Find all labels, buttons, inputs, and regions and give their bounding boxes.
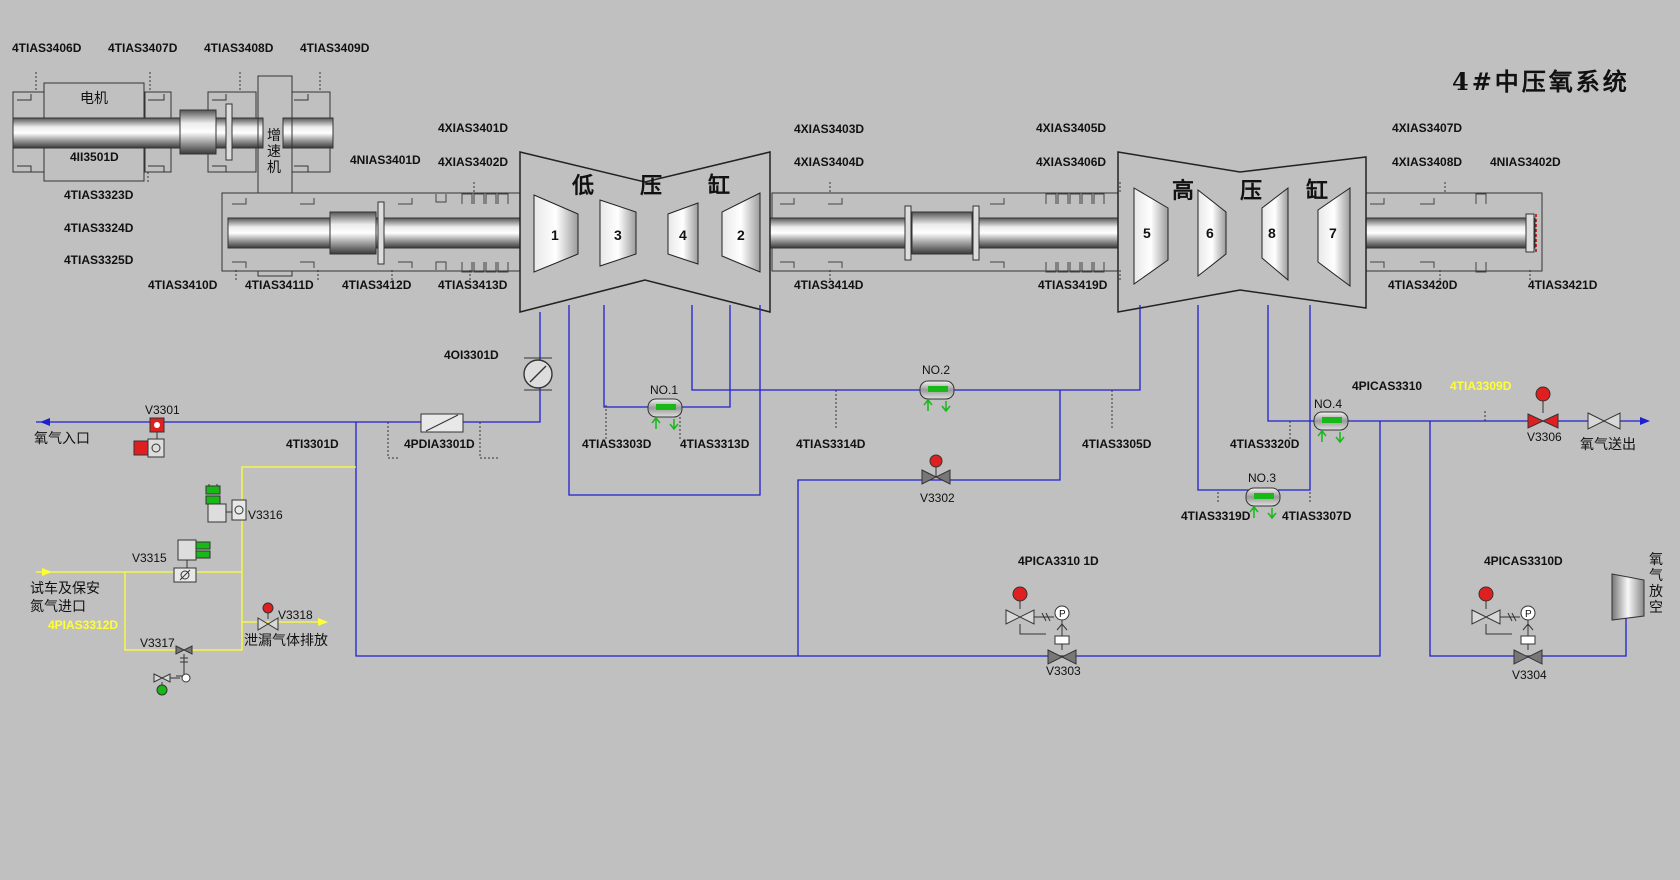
tag-4ti3301d[interactable]: 4TI3301D (286, 437, 339, 451)
leak-vent-label: 泄漏气体排放 (244, 632, 328, 648)
stage-4-label: 4 (679, 227, 687, 243)
tag-4tias3409d[interactable]: 4TIAS3409D (300, 41, 370, 55)
tag-4tias3411d[interactable]: 4TIAS3411D (245, 278, 314, 292)
tag-4tias3319d[interactable]: 4TIAS3319D (1181, 509, 1251, 523)
cooler-no4-icon[interactable] (1312, 410, 1350, 444)
tag-4tias3421d[interactable]: 4TIAS3421D (1528, 278, 1598, 292)
valve-v3306-label: V3306 (1527, 430, 1562, 444)
tag-4tias3412d[interactable]: 4TIAS3412D (342, 278, 412, 292)
tag-4tias3314d[interactable]: 4TIAS3314D (796, 437, 866, 451)
tag-4xias3408d[interactable]: 4XIAS3408D (1392, 155, 1463, 169)
tag-4tias3323d[interactable]: 4TIAS3323D (64, 188, 134, 202)
stage-7-label: 7 (1329, 225, 1337, 241)
valve-v3301-label: V3301 (145, 403, 180, 417)
tag-4xias3401d[interactable]: 4XIAS3401D (438, 121, 509, 135)
valve-v3318-label: V3318 (278, 608, 313, 622)
low-cyl-char-1: 低 (572, 173, 595, 199)
nitrogen-inlet-label-1: 试车及保安 (30, 580, 100, 596)
valve-v3301-icon[interactable] (132, 415, 172, 463)
tag-4pdia3301d[interactable]: 4PDIA3301D (404, 437, 475, 451)
tag-4tias3408d[interactable]: 4TIAS3408D (204, 41, 274, 55)
valve-v3315-icon[interactable] (172, 538, 214, 584)
tag-4tias3320d[interactable]: 4TIAS3320D (1230, 437, 1300, 451)
tag-motor-current[interactable]: 4II3501D (70, 150, 119, 164)
oxygen-inlet-label: 氧气入口 (34, 430, 90, 446)
cooler-no3-icon[interactable] (1244, 486, 1282, 520)
tag-4tias3305d[interactable]: 4TIAS3305D (1082, 437, 1152, 451)
tag-4tias3419d[interactable]: 4TIAS3419D (1038, 278, 1108, 292)
valve-v3318-icon[interactable] (256, 602, 280, 632)
tag-4tias3407d[interactable]: 4TIAS3407D (108, 41, 178, 55)
tag-4tias3420d[interactable]: 4TIAS3420D (1388, 278, 1458, 292)
tag-4xias3402d[interactable]: 4XIAS3402D (438, 155, 509, 169)
valve-v3317-label: V3317 (140, 636, 175, 650)
oxygen-vent-label: 氧气放空 (1649, 552, 1663, 616)
low-cyl-char-2: 压 (640, 173, 663, 199)
cooler-no1-icon[interactable] (646, 397, 684, 431)
tag-4tias3303d[interactable]: 4TIAS3303D (582, 437, 652, 451)
valve-v3317-icon[interactable] (146, 640, 202, 696)
cooler-no2-label: NO.2 (922, 363, 951, 377)
valve-v3303-icon[interactable]: P (1002, 584, 1092, 668)
inlet-filter-icon (420, 413, 464, 433)
tag-4tias3325d[interactable]: 4TIAS3325D (64, 253, 134, 267)
valve-v3315-label: V3315 (132, 551, 167, 565)
stage-6-label: 6 (1206, 225, 1214, 241)
stage-3-label: 3 (614, 227, 622, 243)
gearbox-label: 增速机 (267, 128, 281, 176)
oxygen-outlet-label: 氧气送出 (1580, 436, 1636, 452)
tag-4nias3402d[interactable]: 4NIAS3402D (1490, 155, 1561, 169)
valve-v3304-label: V3304 (1512, 668, 1547, 682)
valve-v3304-icon[interactable]: P (1468, 584, 1558, 668)
cooler-no2-icon[interactable] (918, 379, 956, 413)
motor-label: 电机 (80, 90, 108, 106)
tag-4tias3413d[interactable]: 4TIAS3413D (438, 278, 508, 292)
tag-4xias3407d[interactable]: 4XIAS3407D (1392, 121, 1463, 135)
valve-v3316-label: V3316 (248, 508, 283, 522)
high-cyl-char-1: 高 (1172, 178, 1195, 204)
tag-4nias3401d[interactable]: 4NIAS3401D (350, 153, 421, 167)
page-title: 4#中压氧系统 (1452, 67, 1630, 96)
tag-4picas3310[interactable]: 4PICAS3310 (1352, 379, 1423, 393)
tag-4tias3414d[interactable]: 4TIAS3414D (794, 278, 864, 292)
tag-4oi3301d[interactable]: 4OI3301D (444, 348, 499, 362)
tag-4tias3313d[interactable]: 4TIAS3313D (680, 437, 750, 451)
cooler-no3-label: NO.3 (1248, 471, 1277, 485)
outlet-block-valve-icon[interactable] (1586, 411, 1622, 431)
cooler-no4-label: NO.4 (1314, 397, 1343, 411)
stage-8-label: 8 (1268, 225, 1276, 241)
svg-text:P: P (1059, 609, 1066, 620)
valve-v3316-icon[interactable] (204, 484, 250, 526)
tag-4tia3309d-alarm[interactable]: 4TIA3309D (1450, 379, 1512, 393)
nitrogen-inlet-label-2: 氮气进口 (30, 598, 86, 614)
valve-v3302-label: V3302 (920, 491, 955, 505)
stage-2-label: 2 (737, 227, 745, 243)
high-cyl-char-3: 缸 (1306, 178, 1329, 204)
tag-4xias3405d[interactable]: 4XIAS3405D (1036, 121, 1107, 135)
stage-1-label: 1 (551, 227, 559, 243)
tag-4xias3404d[interactable]: 4XIAS3404D (794, 155, 865, 169)
valve-v3306-icon[interactable] (1526, 386, 1560, 430)
tag-4tias3406d[interactable]: 4TIAS3406D (12, 41, 82, 55)
tag-4xias3406d[interactable]: 4XIAS3406D (1036, 155, 1107, 169)
tag-4picas3310d[interactable]: 4PICAS3310D (1484, 554, 1563, 568)
tag-4tias3324d[interactable]: 4TIAS3324D (64, 221, 134, 235)
cooler-no1-label: NO.1 (650, 383, 679, 397)
high-cyl-char-2: 压 (1240, 178, 1263, 204)
tag-4pica3310-1d[interactable]: 4PICA3310 1D (1018, 554, 1099, 568)
tag-4tias3307d[interactable]: 4TIAS3307D (1282, 509, 1352, 523)
tag-4pias3312d-alarm[interactable]: 4PIAS3312D (48, 618, 119, 632)
stage-5-label: 5 (1143, 225, 1151, 241)
flow-meter-icon (523, 357, 553, 391)
svg-text:P: P (1525, 609, 1532, 620)
tag-4tias3410d[interactable]: 4TIAS3410D (148, 278, 218, 292)
valve-v3303-label: V3303 (1046, 664, 1081, 678)
valve-v3302-icon[interactable] (918, 454, 954, 490)
tag-4xias3403d[interactable]: 4XIAS3403D (794, 122, 865, 136)
low-cyl-char-3: 缸 (708, 173, 731, 199)
